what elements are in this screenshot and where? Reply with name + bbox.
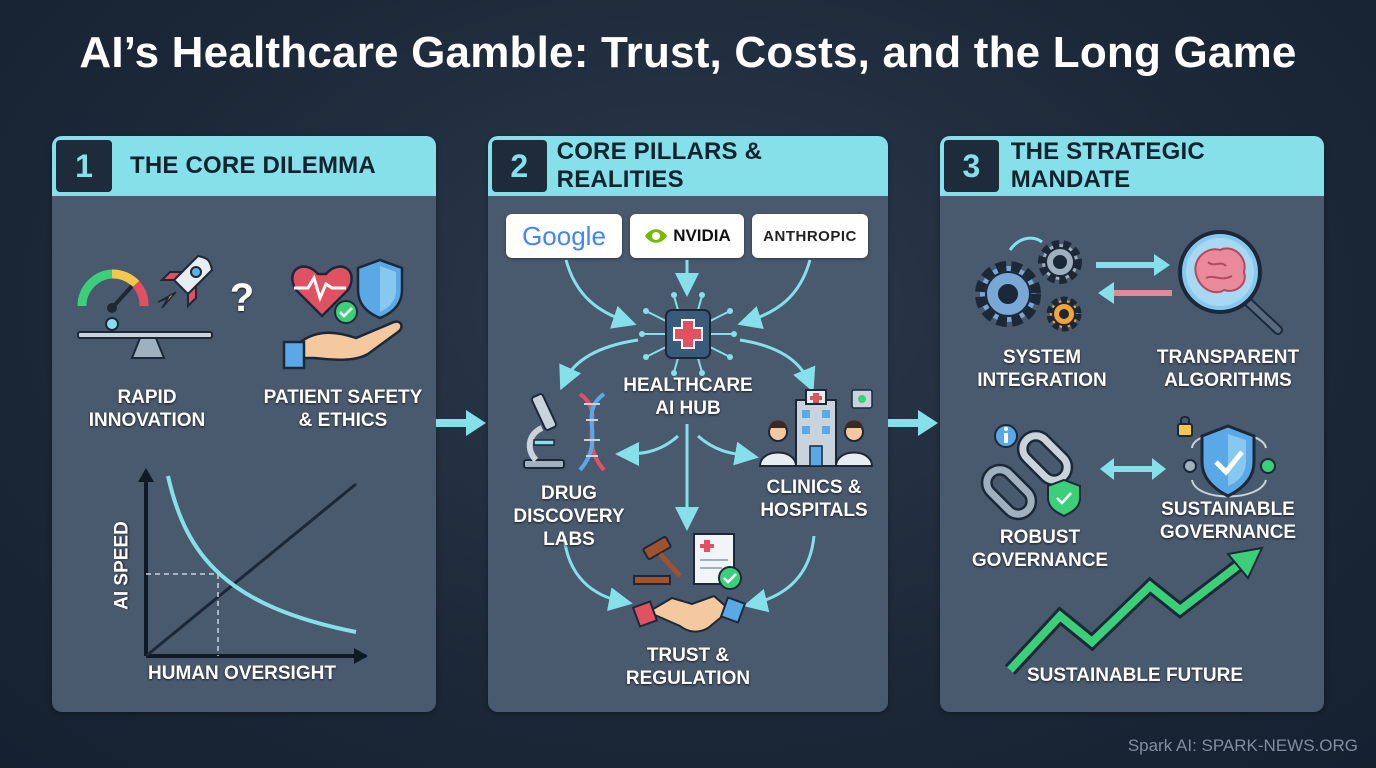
panel-header: 2 CORE PILLARS & REALITIES [488,136,888,196]
panel-heading: THE STRATEGIC MANDATE [1010,138,1205,193]
gears-icon [975,236,1082,332]
label-sustainable-governance: SUSTAINABLE GOVERNANCE [1159,499,1297,543]
footer-credit: Spark AI: SPARK-NEWS.ORG [1127,736,1358,755]
nvidia-eye-icon [645,229,668,243]
logo-nvidia: NVIDIA [630,214,744,258]
label-transparent-algorithms: TRANSPARENT ALGORITHMS [1156,347,1300,391]
double-arrow [1100,458,1166,480]
growth-trend-arrow [1004,546,1264,675]
rocket-icon [157,254,214,309]
label-rapid-innovation: RAPID INNOVATION [88,387,206,431]
chain-links-icon [980,424,1081,521]
brain-magnifier-icon [1178,230,1283,335]
label-trust-regulation: TRUST & REGULATION [625,645,751,689]
pillar-flow-arrows [559,259,816,613]
hospital-doctors-icon [758,389,874,467]
panel-strategic-mandate: 3 THE STRATEGIC MANDATE SYSTEM I [940,136,1324,712]
exchange-arrows [1096,254,1172,304]
panel-header: 3 THE STRATEGIC MANDATE [940,136,1324,196]
axis-label-ai-speed: AI SPEED [111,521,133,610]
shield-lock-icon [1177,416,1276,498]
label-healthcare-ai-hub: HEALTHCARE AI HUB [623,375,753,419]
label-drug-discovery: DRUG DISCOVERY LABS [513,483,625,550]
page-title: AI’s Healthcare Gamble: Trust, Costs, an… [79,28,1297,77]
label-clinics-hospitals: CLINICS & HOSPITALS [760,477,868,521]
panel-heading: THE CORE DILEMMA [130,152,376,179]
panel-number: 3 [944,140,999,192]
ai-hub-circuit-icon [639,292,737,376]
regulation-handshake-icon [631,533,747,633]
patient-safety-icon [282,258,404,370]
label-robust-governance: ROBUST GOVERNANCE [971,527,1109,571]
panel-core-dilemma: 1 THE CORE DILEMMA ? RAPID INNOVATION PA… [52,136,436,712]
logo-google-text: Google [522,220,606,251]
microscope-dna-icon [523,392,606,472]
logo-nvidia-text: NVIDIA [673,226,731,245]
label-system-integration: SYSTEM INTEGRATION [977,347,1107,391]
innovation-scale-icon [77,269,213,359]
question-mark: ? [229,276,255,320]
panel-heading: CORE PILLARS & REALITIES [556,138,763,193]
panel-header: 1 THE CORE DILEMMA [52,136,436,196]
axis-label-human-oversight: HUMAN OVERSIGHT [148,663,336,684]
label-sustainable-future: SUSTAINABLE FUTURE [1026,665,1244,686]
logo-anthropic-text: ANTHROPIC [763,227,857,245]
logo-anthropic: ANTHROPIC [752,214,868,258]
flow-arrow-1 [436,410,486,436]
logo-google: Google [506,214,622,258]
panel-number: 1 [56,140,112,192]
tradeoff-chart [138,468,368,664]
panel-core-pillars: 2 CORE PILLARS & REALITIES Google NVIDIA… [488,136,888,712]
panel-number: 2 [492,140,547,192]
flow-arrow-2 [888,410,938,436]
label-patient-safety: PATIENT SAFETY & ETHICS [263,387,423,431]
